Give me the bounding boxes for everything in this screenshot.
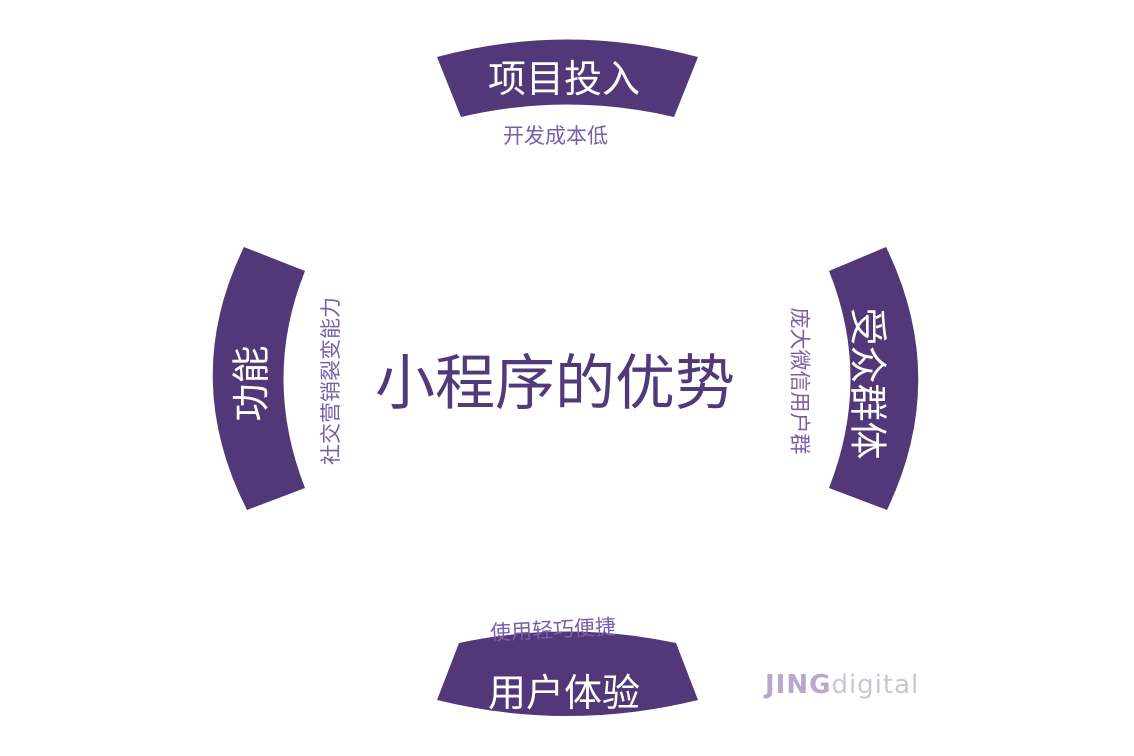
segment-right: [829, 247, 919, 510]
top-label: 项目投入: [488, 57, 641, 101]
left-sublabel: 社交营销裂变能力: [319, 297, 343, 465]
left-label: 功能: [229, 345, 274, 422]
logo-bold: JING: [765, 670, 832, 700]
jing-digital-logo: JINGdigital: [765, 670, 919, 700]
segment-left: [212, 247, 305, 510]
right-label: 受众群体: [845, 307, 890, 460]
center-title: 小程序的优势: [375, 349, 735, 419]
right-sublabel: 庞大微信用户群: [787, 307, 812, 455]
bottom-label: 用户体验: [488, 671, 641, 715]
top-sublabel: 开发成本低: [503, 124, 608, 148]
segment-bottom: [437, 631, 698, 716]
logo-light: digital: [831, 670, 920, 700]
segment-top: [437, 39, 698, 117]
